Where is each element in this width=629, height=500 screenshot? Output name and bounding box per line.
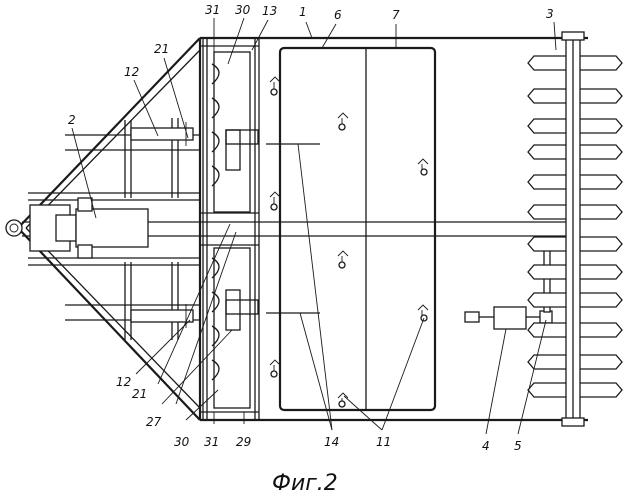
- callout-6: 6: [334, 8, 342, 22]
- callout-12-bot: 12: [116, 375, 131, 389]
- callout-7: 7: [392, 8, 400, 22]
- callout-11: 11: [376, 435, 391, 449]
- callout-5: 5: [514, 439, 522, 453]
- callout-3: 3: [546, 7, 554, 21]
- callout-29: 29: [236, 435, 251, 449]
- callout-12-top: 12: [124, 65, 139, 79]
- lower-rotor: [212, 248, 258, 408]
- figure-caption: Фиг.2: [272, 471, 338, 496]
- callout-31-bot: 31: [204, 435, 219, 449]
- callout-21-top: 21: [154, 42, 169, 56]
- callout-13: 13: [262, 4, 277, 18]
- drive-motor: [465, 240, 552, 329]
- callout-2: 2: [68, 113, 76, 127]
- callout-30-bot: 30: [174, 435, 190, 449]
- callout-27: 27: [146, 415, 162, 429]
- gearbox: [30, 198, 148, 258]
- tines: [270, 77, 428, 407]
- callout-14: 14: [324, 435, 339, 449]
- callout-31-top: 31: [205, 3, 220, 17]
- upper-rotor: [212, 52, 258, 212]
- callout-1: 1: [299, 5, 307, 19]
- callout-21-bot: 21: [132, 387, 147, 401]
- callout-4: 4: [482, 439, 490, 453]
- upper-brackets: [125, 118, 193, 198]
- callout-30-top: 30: [235, 3, 251, 17]
